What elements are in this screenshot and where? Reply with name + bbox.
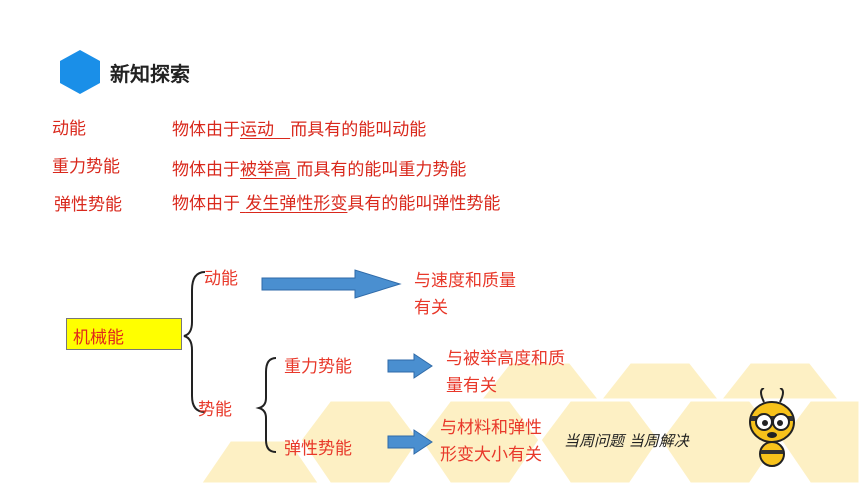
term-gravitational: 重力势能 <box>52 157 120 177</box>
definition-kinetic: 物体由于运动 而具有的能叫动能 <box>172 120 427 140</box>
brace-potential <box>255 357 277 453</box>
node-potential: 势能 <box>198 400 232 420</box>
blank-answer: 发生弹性形变 <box>245 194 348 214</box>
hexagon-icon <box>60 50 100 94</box>
term-elastic: 弹性势能 <box>54 195 122 215</box>
bee-mascot-icon <box>749 388 795 467</box>
node-elastic: 弹性势能 <box>284 439 352 459</box>
node-kinetic: 动能 <box>204 269 238 289</box>
arrow-elastic <box>387 429 433 455</box>
page-title: 新知探索 <box>110 62 190 86</box>
elastic-factor-line1: 与材料和弹性 <box>440 418 542 438</box>
blank-answer: 被举高 <box>240 160 291 180</box>
kinetic-factor-line1: 与速度和质量 <box>414 271 516 291</box>
gravity-factor-line2: 量有关 <box>446 376 497 396</box>
node-gravitational: 重力势能 <box>284 357 352 377</box>
arrow-kinetic <box>261 269 402 299</box>
gravity-factor-line1: 与被举高度和质 <box>446 349 565 369</box>
definition-elastic: 物体由于 发生弹性形变具有的能叫弹性势能 <box>172 194 501 214</box>
blank-answer: 运动 <box>240 120 274 140</box>
kinetic-factor-line2: 有关 <box>414 298 448 318</box>
footer-slogan: 当周问题 当周解决 <box>564 432 689 450</box>
elastic-factor-line2: 形变大小有关 <box>440 445 542 465</box>
arrow-gravity <box>387 353 433 379</box>
root-node-mechanical-energy: 机械能 <box>66 318 182 350</box>
brace-main <box>183 271 206 413</box>
term-kinetic: 动能 <box>52 119 86 139</box>
definition-gravitational: 物体由于被举高 而具有的能叫重力势能 <box>172 160 467 180</box>
